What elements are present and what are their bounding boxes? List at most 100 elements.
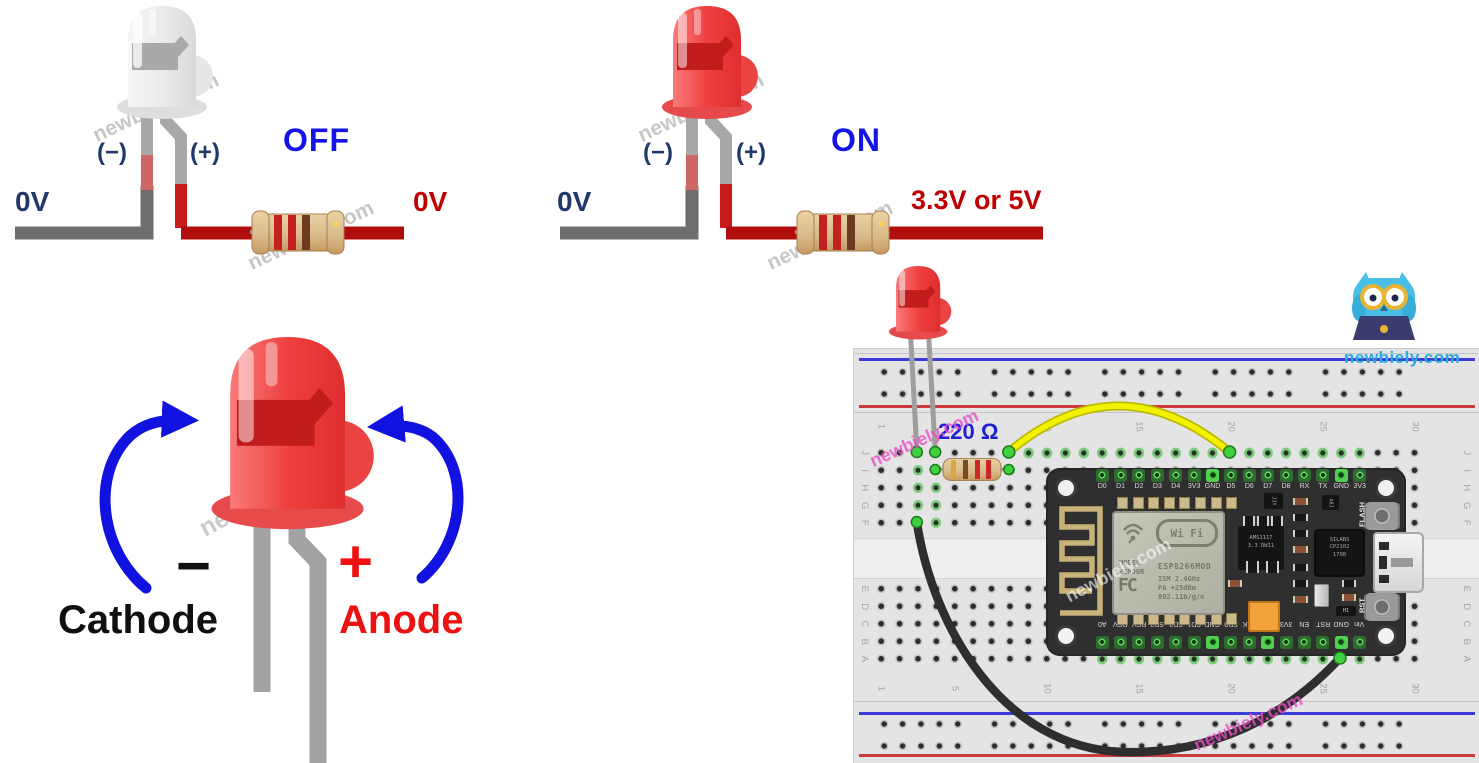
nodemcu-top-pins xyxy=(1093,468,1369,482)
breadboard-wiring-canvas xyxy=(888,266,1347,757)
anode-arrow xyxy=(366,405,464,584)
top-rail-blue-line xyxy=(859,358,1475,361)
top-rail-holes-row1 xyxy=(875,367,1409,377)
led-on xyxy=(662,6,758,119)
module-spec-std: 802.11b/g/n xyxy=(1158,593,1205,602)
resistor-on-circuit xyxy=(796,210,890,255)
board-pin xyxy=(1111,468,1129,482)
wifi-logo: Wi Fi xyxy=(1156,519,1218,547)
fcc-logo: FC xyxy=(1118,575,1138,596)
micro-usb-connector xyxy=(1373,532,1424,593)
wifi-waves-icon xyxy=(1123,523,1143,544)
pin-label: D3 xyxy=(1152,483,1162,490)
resistor-off-circuit xyxy=(251,210,345,255)
usb-uart-chip: SILABS CP2102 1708 xyxy=(1316,531,1363,575)
wifi-antenna-trace xyxy=(1059,506,1103,616)
led-polarity xyxy=(211,337,374,530)
usb-chip-text: CP2102 xyxy=(1329,544,1350,551)
on-cathode-mark: (−) xyxy=(643,139,673,166)
on-left-voltage: 0V xyxy=(557,186,592,217)
anode-label: Anode xyxy=(339,598,464,642)
board-pin xyxy=(1277,635,1295,649)
board-pin xyxy=(1203,635,1221,649)
regulator-text: AMS1117 xyxy=(1249,535,1273,541)
board-pin xyxy=(1295,635,1313,649)
esp8266-module: Wi Fi MODEL VENDOR ESP8266MOD FC ISM 2.4… xyxy=(1112,511,1225,615)
pin-label: D6 xyxy=(1244,483,1254,490)
board-pin xyxy=(1295,468,1313,482)
owl-logo-icon xyxy=(1352,272,1416,340)
on-state-label: ON xyxy=(831,122,881,158)
board-pin xyxy=(1314,468,1332,482)
cathode-label: Cathode xyxy=(58,598,218,642)
top-rail-red-line xyxy=(859,405,1475,408)
bottom-rail-holes-row2 xyxy=(875,741,1409,751)
on-right-voltage: 3.3V or 5V xyxy=(911,185,1042,215)
off-left-voltage: 0V xyxy=(15,186,50,217)
site-logo-text: newbiely.com xyxy=(1344,348,1461,367)
pin-label: D5 xyxy=(1226,483,1236,490)
board-pin xyxy=(1332,635,1350,649)
yellow-jumper-wire xyxy=(1004,401,1235,457)
flash-button xyxy=(1366,502,1398,530)
board-pin xyxy=(1222,635,1240,649)
off-anode-mark: (+) xyxy=(190,139,220,166)
rail-divider-line-bottom xyxy=(854,701,1479,702)
pin-label: D0 xyxy=(1097,483,1107,490)
board-pin xyxy=(1259,468,1277,482)
board-pin xyxy=(1093,635,1111,649)
board-pin xyxy=(1203,468,1221,482)
board-pin xyxy=(1093,468,1111,482)
diode-marking: H1 xyxy=(1342,608,1350,614)
led-polarity-diagram xyxy=(99,337,464,763)
module-chip-name: ESP8266MOD xyxy=(1158,562,1212,571)
module-pads-top xyxy=(1117,497,1238,509)
connection-points xyxy=(910,445,1347,665)
board-pin xyxy=(1277,468,1295,482)
resistor-value-label: 220 Ω xyxy=(938,419,999,444)
board-pin xyxy=(1350,468,1368,482)
mounting-hole xyxy=(1058,628,1074,644)
mounting-hole xyxy=(1378,480,1394,496)
pin-label: D4 xyxy=(1171,483,1181,490)
regulator-text: 3.3 DW11 xyxy=(1247,542,1275,549)
board-pin xyxy=(1332,468,1350,482)
module-vendor-text: VENDOR xyxy=(1119,567,1145,576)
pin-label: 3V3 xyxy=(1187,483,1201,490)
pin-label: 3V3 xyxy=(1353,483,1366,490)
board-pin xyxy=(1148,468,1166,482)
board-pin xyxy=(1259,635,1277,649)
pin-label: TX xyxy=(1318,483,1328,490)
breadboard-led xyxy=(888,266,952,451)
mounting-hole xyxy=(1378,628,1394,644)
board-pin xyxy=(1222,468,1240,482)
off-cathode-mark: (−) xyxy=(97,139,127,166)
reset-button xyxy=(1366,593,1398,621)
led-on-circuit xyxy=(560,6,1043,255)
green-holes-row-j xyxy=(1000,444,1369,462)
board-pin xyxy=(1185,635,1203,649)
board-pin xyxy=(1240,635,1258,649)
led-off xyxy=(117,6,213,119)
crystal-oscillator xyxy=(1314,584,1329,607)
board-pin xyxy=(1130,468,1148,482)
board-pin xyxy=(1130,635,1148,649)
pin-label: GND xyxy=(1204,483,1221,490)
off-state-label: OFF xyxy=(283,122,350,158)
pin-label: D2 xyxy=(1134,483,1144,490)
usb-chip-text: 1708 xyxy=(1332,551,1347,558)
cathode-arrow xyxy=(99,400,200,594)
board-pin xyxy=(1350,635,1368,649)
black-ground-wire xyxy=(912,517,1345,757)
plus-symbol: + xyxy=(338,528,374,595)
mounting-hole xyxy=(1058,480,1074,496)
module-model-text: MODEL xyxy=(1119,559,1141,567)
board-pin xyxy=(1240,468,1258,482)
board-pin xyxy=(1167,635,1185,649)
led-off-circuit xyxy=(15,6,404,255)
board-pin xyxy=(1167,468,1185,482)
